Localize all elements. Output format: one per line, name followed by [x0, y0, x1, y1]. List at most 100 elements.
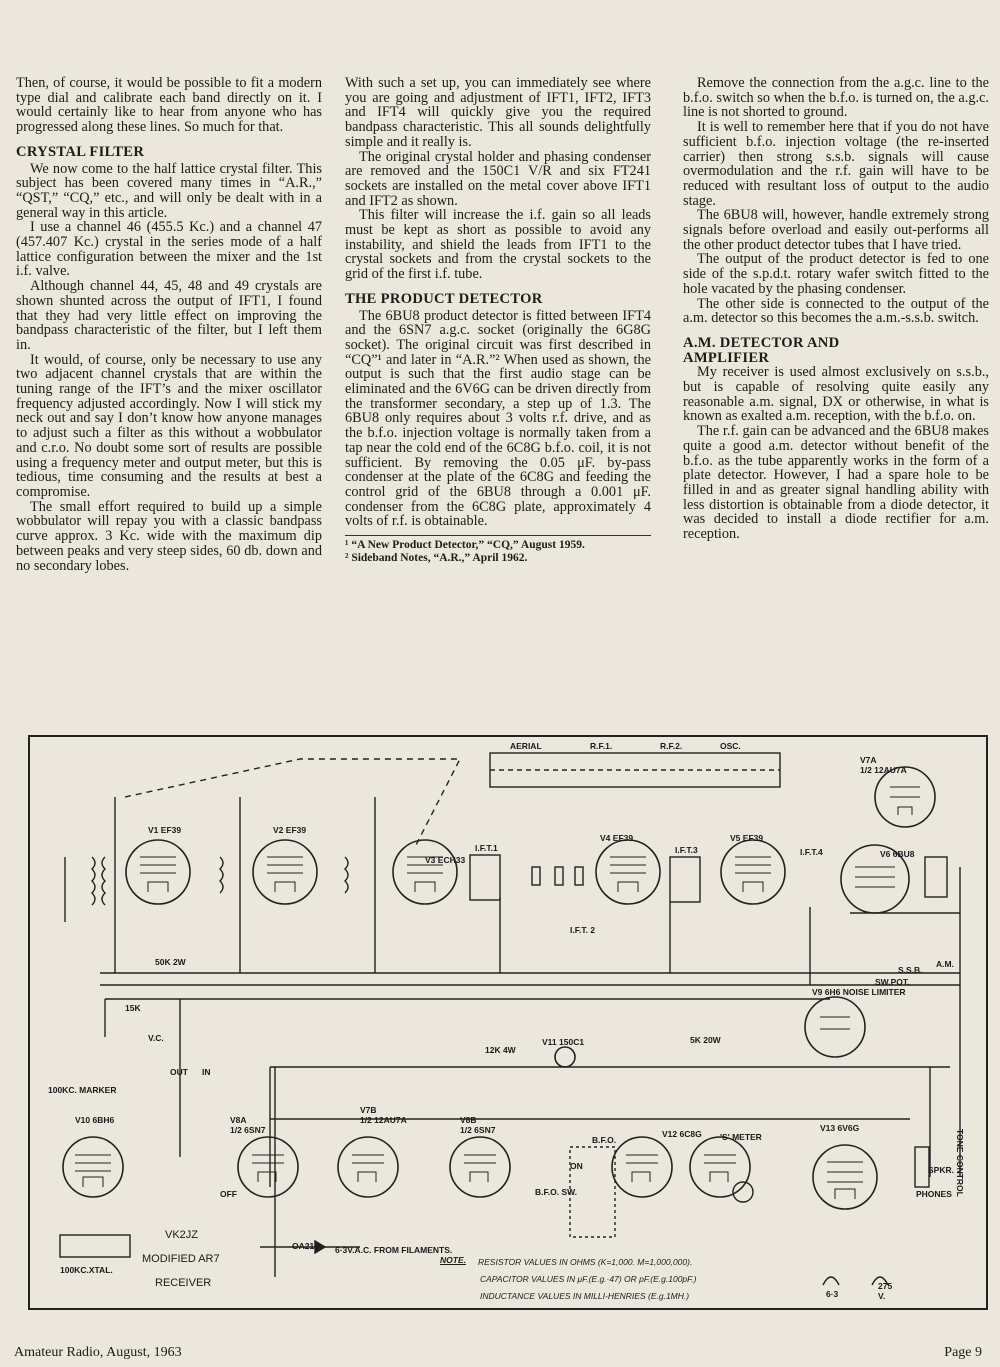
tube-ref: V4 — [600, 833, 611, 843]
tube-label-v1: V1 EF39 — [148, 825, 181, 835]
label-oa210: OA210 — [292, 1241, 319, 1251]
tube-ref: V9 — [812, 987, 823, 997]
paragraph: This filter will increase the i.f. gain … — [345, 207, 651, 283]
tube-label-v9: V9 6H6 NOISE LIMITER — [812, 987, 906, 997]
tube-label-v11: V11 150C1 — [542, 1037, 584, 1047]
label-ift4: I.F.T.4 — [800, 847, 823, 857]
footer-page-number: Page 9 — [944, 1345, 982, 1360]
label-modified: MODIFIED AR7 — [142, 1253, 220, 1265]
label-bfo: B.F.O. — [592, 1135, 617, 1145]
footnote-1: ¹ “A New Product Detector,” “CQ,” August… — [345, 539, 585, 552]
tube-label-v12: V12 6C8G — [662, 1129, 702, 1139]
label-r15k: 15K — [125, 1003, 141, 1013]
tube-type: 1/2 12AU7A — [860, 765, 907, 775]
note-line-3: INDUCTANCE VALUES IN MILLI-HENRIES (E.g.… — [480, 1291, 690, 1301]
paragraph: Then, of course, it would be possible to… — [16, 75, 322, 136]
label-aerial: AERIAL — [510, 741, 542, 751]
article-column-2: With such a set up, you can immediately … — [345, 76, 651, 565]
tube-ref: V6 — [880, 849, 891, 859]
tube-ref: V12 — [662, 1129, 678, 1139]
tube-ref: V8B — [460, 1115, 477, 1125]
paragraph: The other side is connected to the outpu… — [683, 295, 989, 327]
tube-type: 1/2 6SN7 — [230, 1125, 266, 1135]
tube-type: 6H6 NOISE LIMITER — [824, 987, 906, 997]
vacuum-tubes — [62, 766, 936, 1210]
tube-type: 6BU8 — [892, 849, 915, 859]
tube-ref: V7B — [360, 1105, 377, 1115]
receiver-schematic: V1 EF39 V2 EF39 V3 ECH33 V4 EF39 V5 EF39… — [28, 735, 988, 1310]
tube-ref: V3 — [425, 855, 436, 865]
tube-label-v3: V3 ECH33 — [425, 855, 465, 865]
note-line-1: RESISTOR VALUES IN OHMS (K=1,000. M=1,00… — [478, 1257, 693, 1267]
paragraph: My receiver is used almost exclusively o… — [683, 364, 989, 425]
tube-type: 1/2 12AU7A — [360, 1115, 407, 1125]
tube-type: EF39 — [742, 833, 764, 843]
paragraph: The output of the product detector is fe… — [683, 251, 989, 297]
label-ssb: S.S.B. — [898, 965, 923, 975]
label-vc: V.C. — [148, 1033, 164, 1043]
tube-type: ECH33 — [437, 855, 466, 865]
tube-ref: V13 — [820, 1123, 836, 1133]
label-r12k: 12K 4W — [485, 1045, 516, 1055]
tube-type: 6V6G — [837, 1123, 860, 1133]
label-osc: OSC. — [720, 741, 741, 751]
paragraph: Although channel 44, 45, 48 and 49 cryst… — [16, 278, 322, 353]
article-column-1: Then, of course, it would be possible to… — [16, 76, 322, 573]
footer-publication: Amateur Radio, August, 1963 — [14, 1345, 182, 1360]
label-s-meter: 'S' METER — [720, 1132, 762, 1142]
label-off: OFF — [220, 1189, 237, 1199]
label-r5k20w: 5K 20W — [690, 1035, 721, 1045]
label-swpot: SW.POT. — [875, 977, 910, 987]
tube-ref: V8A — [230, 1115, 247, 1125]
label-spkr: SPKR. — [928, 1165, 954, 1175]
note-line-2: CAPACITOR VALUES IN μF.(E.g.·47) OR pF.(… — [480, 1274, 697, 1284]
label-phones: PHONES — [916, 1189, 952, 1199]
tube-type: EF39 — [160, 825, 182, 835]
label-xtal: 100KC.XTAL. — [60, 1265, 113, 1275]
article-column-3: Remove the connection from the a.g.c. li… — [683, 76, 989, 542]
heading-line-2: AMPLIFIER — [683, 349, 770, 366]
label-rf2: R.F.2. — [660, 741, 683, 751]
tube-type: 150C1 — [559, 1037, 585, 1047]
tube-ref: V11 — [542, 1037, 557, 1047]
paragraph: The 6BU8 will, however, handle extremely… — [683, 207, 989, 253]
tube-label-v5: V5 EF39 — [730, 833, 763, 843]
footnotes: ¹ “A New Product Detector,” “CQ,” August… — [345, 535, 651, 565]
label-rf1: R.F.1. — [590, 741, 613, 751]
label-ift3: I.F.T.3 — [675, 845, 698, 855]
label-am: A.M. — [936, 959, 954, 969]
paragraph: It would, of course, only be necessary t… — [16, 351, 322, 500]
label-on: ON — [570, 1161, 583, 1171]
note-title: NOTE. — [440, 1255, 466, 1265]
paragraph: The small effort required to build up a … — [16, 498, 322, 574]
paragraph: With such a set up, you can immediately … — [345, 75, 651, 150]
section-heading-product-detector: THE PRODUCT DETECTOR — [345, 290, 543, 307]
label-ift2: I.F.T. 2 — [570, 925, 596, 935]
paragraph: I use a channel 46 (455.5 Kc.) and a cha… — [16, 219, 322, 280]
paragraph: The 6BU8 product detector is fitted betw… — [345, 307, 651, 530]
paragraph: The original crystal holder and phasing … — [345, 148, 651, 209]
tube-ref: V1 — [148, 825, 159, 835]
label-receiver: RECEIVER — [155, 1277, 212, 1289]
section-heading-crystal-filter: CRYSTAL FILTER — [16, 143, 145, 160]
tube-ref: V7A — [860, 755, 877, 765]
label-bfo-sw: B.F.O. SW. — [535, 1187, 578, 1197]
tube-type: 1/2 6SN7 — [460, 1125, 496, 1135]
tube-label-v2: V2 EF39 — [273, 825, 306, 835]
tube-ref: V5 — [730, 833, 741, 843]
paragraph: It is well to remember here that if you … — [683, 119, 989, 209]
schematic-drawing — [59, 752, 961, 1286]
tube-label-v6: V6 6BU8 — [880, 849, 915, 859]
paragraph: We now come to the half lattice crystal … — [16, 160, 322, 221]
label-ift1: I.F.T.1 — [475, 843, 498, 853]
label-out: OUT — [170, 1067, 188, 1077]
paragraph: The r.f. gain can be advanced and the 6B… — [683, 423, 989, 543]
tube-label-v13: V13 6V6G — [820, 1123, 859, 1133]
label-tone-control: TONE CONTROL — [955, 1129, 965, 1197]
label-marker: 100KC. MARKER — [48, 1085, 117, 1095]
label-r50k: 50K 2W — [155, 957, 186, 967]
